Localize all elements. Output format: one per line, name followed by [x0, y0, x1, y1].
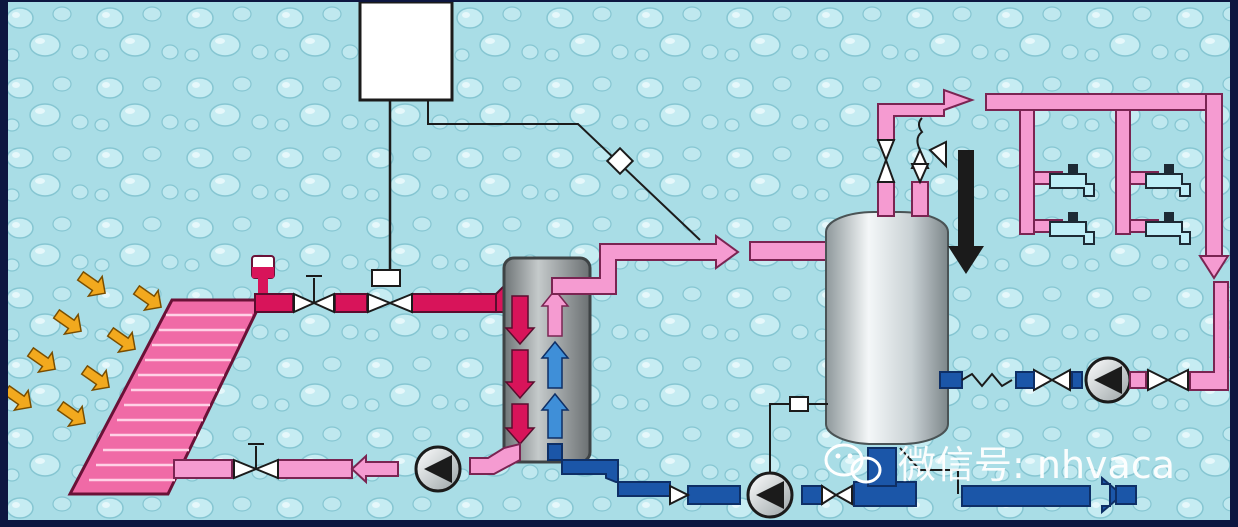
control-line	[769, 403, 828, 473]
cold-water-pipe	[547, 443, 1137, 515]
solar-collector	[67, 298, 265, 496]
circulation-blue-pipe	[939, 371, 1083, 389]
controller-box	[605, 146, 635, 176]
expansion-tank	[358, 0, 454, 102]
control-line	[427, 100, 701, 241]
valve-icon	[293, 275, 413, 314]
watermark: 微信号: nhvaca	[824, 443, 1175, 487]
valve-icon	[1033, 368, 1189, 392]
black-down-arrow-icon	[948, 150, 984, 274]
heated-water-pipe	[551, 234, 831, 295]
signal-wire	[961, 372, 1013, 388]
pump-icon	[414, 445, 462, 493]
watermark-text: 微信号: nhvaca	[898, 443, 1175, 487]
air-vent	[251, 255, 275, 296]
heat-exchanger	[502, 256, 592, 464]
storage-tank	[825, 211, 949, 445]
pump-icon	[1084, 356, 1147, 404]
circulation-return-pipe	[1189, 281, 1229, 391]
pump-icon	[746, 471, 794, 519]
control-line	[899, 447, 959, 494]
wechat-icon	[824, 443, 882, 484]
valve-icon	[669, 484, 853, 506]
valve-icon	[233, 443, 279, 480]
sensor-box	[789, 396, 809, 412]
tank-outlet-pipes	[877, 88, 975, 217]
collector-return-pipe	[173, 442, 521, 485]
safety-valve-icon	[876, 117, 947, 185]
sensor-box	[371, 269, 401, 287]
